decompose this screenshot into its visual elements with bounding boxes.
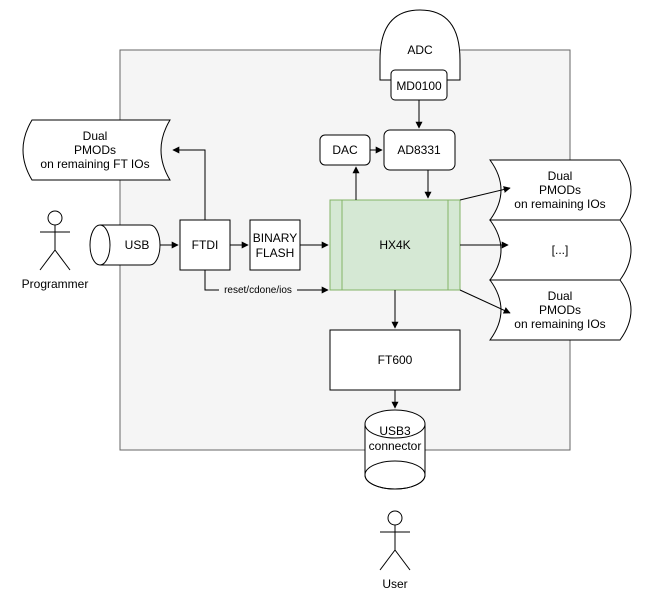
usb-node: USB bbox=[89, 224, 161, 266]
binary-flash-label-line1: BINARY bbox=[253, 231, 297, 245]
user-actor bbox=[379, 510, 411, 571]
pmod-mid-label: [...] bbox=[552, 243, 569, 257]
ftdi-label: FTDI bbox=[192, 238, 219, 252]
edge-ftdi-pmod-ft bbox=[172, 146, 206, 220]
programmer-actor bbox=[39, 210, 71, 271]
pmod-mid-node: [...] bbox=[489, 219, 632, 281]
pmod-bottom-node: Dual PMODs on remaining IOs bbox=[489, 279, 632, 341]
ft600-node: FT600 bbox=[329, 329, 461, 391]
pmod-bottom-line3: on remaining IOs bbox=[514, 317, 605, 331]
usb3-connector-label-line1: USB3 bbox=[379, 424, 411, 438]
pmod-top-node: Dual PMODs on remaining IOs bbox=[489, 159, 632, 221]
ftdi-node: FTDI bbox=[179, 219, 231, 271]
user-label: User bbox=[382, 577, 407, 591]
dac-node: DAC bbox=[319, 134, 371, 166]
pmod-ft-line2: PMODs bbox=[74, 143, 116, 157]
ft600-label: FT600 bbox=[378, 353, 413, 367]
pmod-top-line2: PMODs bbox=[539, 183, 581, 197]
adc-label: ADC bbox=[407, 43, 433, 57]
pmod-top-line1: Dual bbox=[548, 169, 573, 183]
binary-flash-node: BINARY FLASH bbox=[249, 219, 301, 271]
edge-reset-label: reset/cdone/ios bbox=[224, 285, 292, 296]
hx4k-node: HX4K bbox=[329, 199, 461, 291]
usb-label: USB bbox=[125, 238, 150, 252]
usb3-connector-label-line2: connector bbox=[369, 439, 422, 453]
md0100-label: MD0100 bbox=[396, 79, 442, 93]
dac-label: DAC bbox=[332, 143, 358, 157]
adc-node: ADC bbox=[379, 9, 461, 81]
programmer-label: Programmer bbox=[22, 277, 89, 291]
usb3-connector-node: USB3 connector bbox=[364, 409, 426, 490]
hx4k-label: HX4K bbox=[379, 238, 410, 252]
md0100-node: MD0100 bbox=[390, 69, 448, 101]
edge-hx4k-pmod-top bbox=[459, 186, 511, 201]
pmod-bottom-line2: PMODs bbox=[539, 303, 581, 317]
binary-flash-label-line2: FLASH bbox=[256, 246, 295, 260]
ad8331-node: AD8331 bbox=[383, 129, 456, 171]
pmod-bottom-line1: Dual bbox=[548, 289, 573, 303]
edge-hx4k-pmod-bottom bbox=[459, 289, 511, 314]
pmod-ft-node: Dual PMODs on remaining FT IOs bbox=[22, 119, 171, 181]
pmod-top-line3: on remaining IOs bbox=[514, 197, 605, 211]
pmod-ft-line1: Dual bbox=[83, 129, 108, 143]
pmod-ft-line3: on remaining FT IOs bbox=[40, 157, 149, 171]
ad8331-label: AD8331 bbox=[397, 143, 441, 157]
